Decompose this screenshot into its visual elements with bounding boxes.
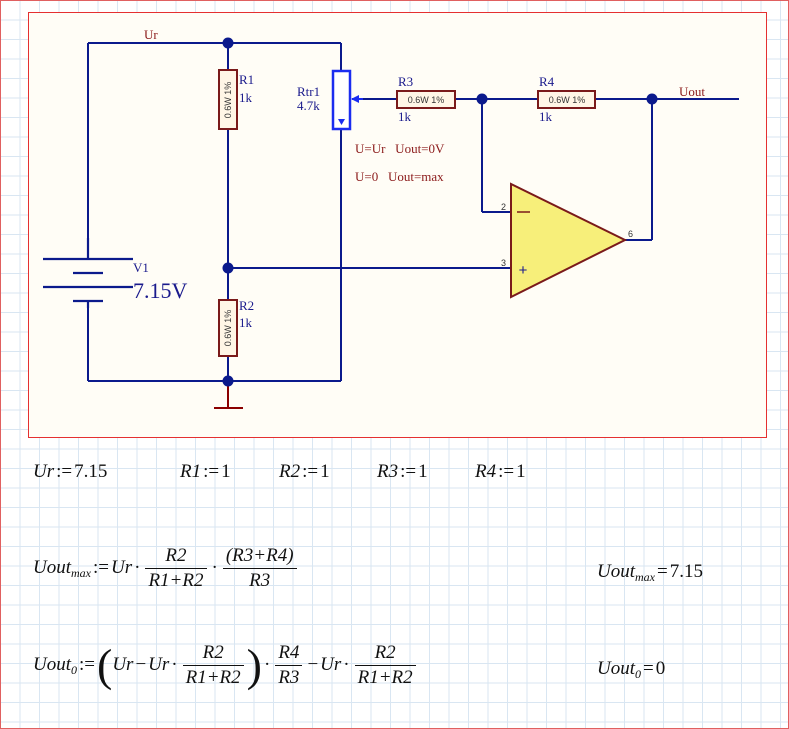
r3-value: 1k	[398, 109, 412, 124]
battery-v1	[43, 238, 133, 308]
opamp: +	[510, 182, 628, 299]
note-uout-max: U=0 Uout=max	[355, 169, 444, 184]
eq1-fraction-2: (R3+R4)R3	[222, 544, 297, 593]
wires	[87, 42, 739, 382]
r2-rating: 0.6W 1%	[223, 310, 233, 347]
def-ur[interactable]: Ur:=7.15	[33, 461, 108, 482]
v1-name: V1	[133, 260, 149, 275]
def-r3[interactable]: R3:=1	[377, 461, 428, 482]
resistor-r3: 0.6W 1%	[396, 90, 456, 109]
pin-6-label: 6	[628, 229, 633, 239]
rtr1-value: 4.7k	[297, 98, 320, 113]
r1-rating: 0.6W 1%	[223, 82, 233, 119]
resistor-r4: 0.6W 1%	[537, 90, 596, 109]
r4-name: R4	[539, 74, 555, 89]
def-r1[interactable]: R1:=1	[180, 461, 231, 482]
r3-rating: 0.6W 1%	[408, 95, 445, 105]
schematic-region[interactable]: 0.6W 1% 0.6W 1% 0.6W 1% 0.6W 1% +	[28, 12, 767, 438]
r2-value: 1k	[239, 315, 253, 330]
pin-3-label: 3	[501, 258, 506, 268]
rtr1-name: Rtr1	[297, 84, 320, 99]
r1-name: R1	[239, 72, 254, 87]
pin-2-label: 2	[501, 202, 506, 212]
v1-value: 7.15V	[133, 278, 188, 303]
net-label-ur: Ur	[144, 27, 158, 42]
junctions	[222, 37, 658, 387]
def-r2[interactable]: R2:=1	[279, 461, 330, 482]
note-uout-zero: U=Ur Uout=0V	[355, 141, 445, 156]
labels: Ur Uout R1 1k R2 1k R3 1k R4 1k Rtr1 4.7…	[133, 27, 705, 330]
potentiometer-rtr1	[331, 69, 363, 131]
circuit-diagram: 0.6W 1% 0.6W 1% 0.6W 1% 0.6W 1% +	[43, 27, 739, 409]
net-label-uout: Uout	[679, 84, 705, 99]
r1-value: 1k	[239, 90, 253, 105]
def-r4[interactable]: R4:=1	[475, 461, 526, 482]
resistor-r1: 0.6W 1%	[218, 69, 238, 130]
resistor-r2: 0.6W 1%	[218, 299, 238, 357]
result-uout-max[interactable]: Uoutmax=7.15	[597, 561, 703, 584]
r4-value: 1k	[539, 109, 553, 124]
r4-rating: 0.6W 1%	[549, 95, 586, 105]
r3-name: R3	[398, 74, 413, 89]
r2-name: R2	[239, 298, 254, 313]
opamp-plus-sign: +	[519, 262, 528, 279]
result-uout-0[interactable]: Uout0=0	[597, 658, 666, 681]
